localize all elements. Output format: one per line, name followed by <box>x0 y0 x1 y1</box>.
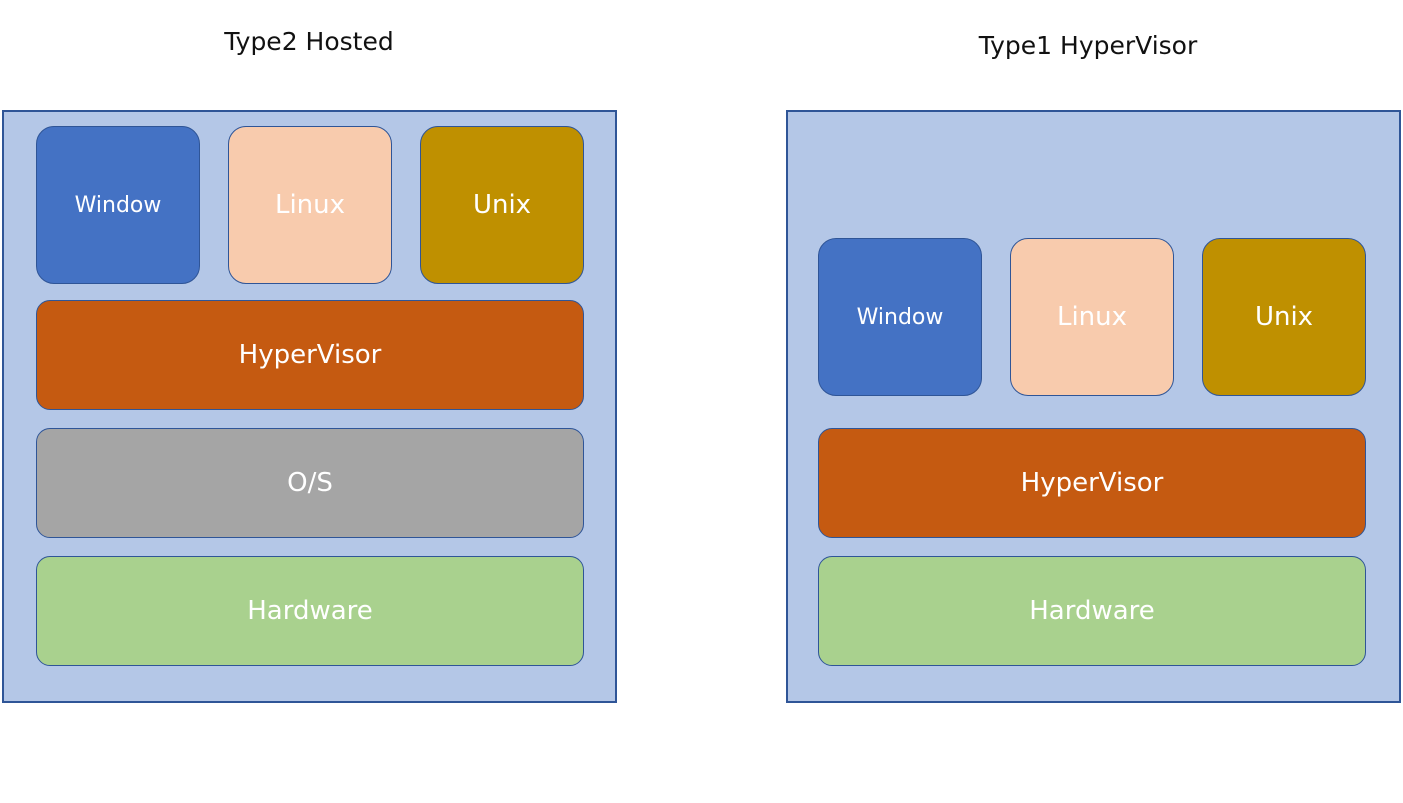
type2-linux-box: Linux <box>228 126 392 284</box>
type1-linux-box: Linux <box>1010 238 1174 396</box>
type1-hardware-layer: Hardware <box>818 556 1366 666</box>
type1-hypervisor-layer: HyperVisor <box>818 428 1366 538</box>
type2-unix-box: Unix <box>420 126 584 284</box>
type2-os-layer: O/S <box>36 428 584 538</box>
type2-title: Type2 Hosted <box>224 27 394 56</box>
type2-window-box: Window <box>36 126 200 284</box>
type1-unix-box: Unix <box>1202 238 1366 396</box>
type1-window-box: Window <box>818 238 982 396</box>
type2-hypervisor-layer: HyperVisor <box>36 300 584 410</box>
type1-title: Type1 HyperVisor <box>978 31 1198 60</box>
type2-hardware-layer: Hardware <box>36 556 584 666</box>
